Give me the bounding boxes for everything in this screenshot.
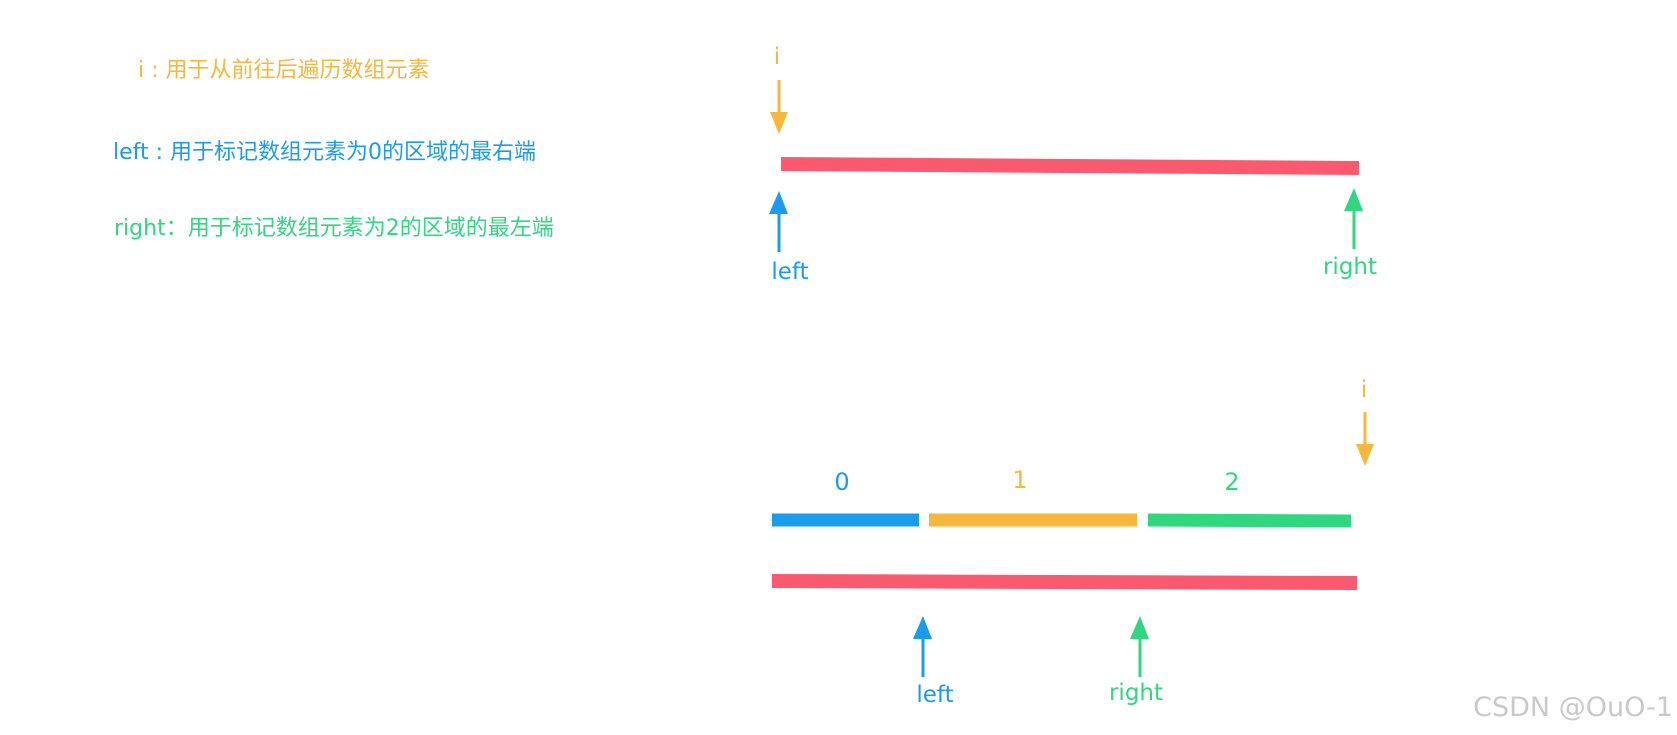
legend-left-description: left : 用于标记数组元素为0的区域的最右端 bbox=[113, 140, 537, 165]
diagram2-left-label: left bbox=[916, 682, 954, 708]
right-arrow-up-icon bbox=[1344, 188, 1363, 249]
left-arrow-up-icon-2 bbox=[913, 616, 932, 677]
legend-i-description: i : 用于从前往后遍历数组元素 bbox=[138, 58, 430, 83]
segment-label-1: 1 bbox=[1012, 466, 1028, 494]
legend-right-description: right：用于标记数组元素为2的区域的最左端 bbox=[114, 216, 554, 241]
left-arrow-up-icon bbox=[769, 191, 788, 252]
right-arrow-up-icon-2 bbox=[1130, 616, 1149, 677]
diagram1-left-label: left bbox=[771, 259, 809, 285]
diagram2-right-label: right bbox=[1108, 680, 1164, 706]
diagram2-i-label: i bbox=[1360, 377, 1368, 403]
watermark: CSDN @OuO-1 bbox=[1473, 692, 1673, 723]
segment-label-0: 0 bbox=[834, 468, 850, 496]
array-bar-initial bbox=[780, 157, 1360, 175]
segment-bar-2 bbox=[1147, 513, 1352, 528]
i-arrow-down-icon-2 bbox=[1356, 412, 1374, 466]
diagram1-right-label: right bbox=[1322, 254, 1378, 280]
i-arrow-down-icon bbox=[770, 80, 788, 134]
array-bar-final bbox=[771, 574, 1358, 590]
segment-label-2: 2 bbox=[1224, 468, 1240, 496]
diagram1-i-label: i bbox=[773, 44, 781, 70]
